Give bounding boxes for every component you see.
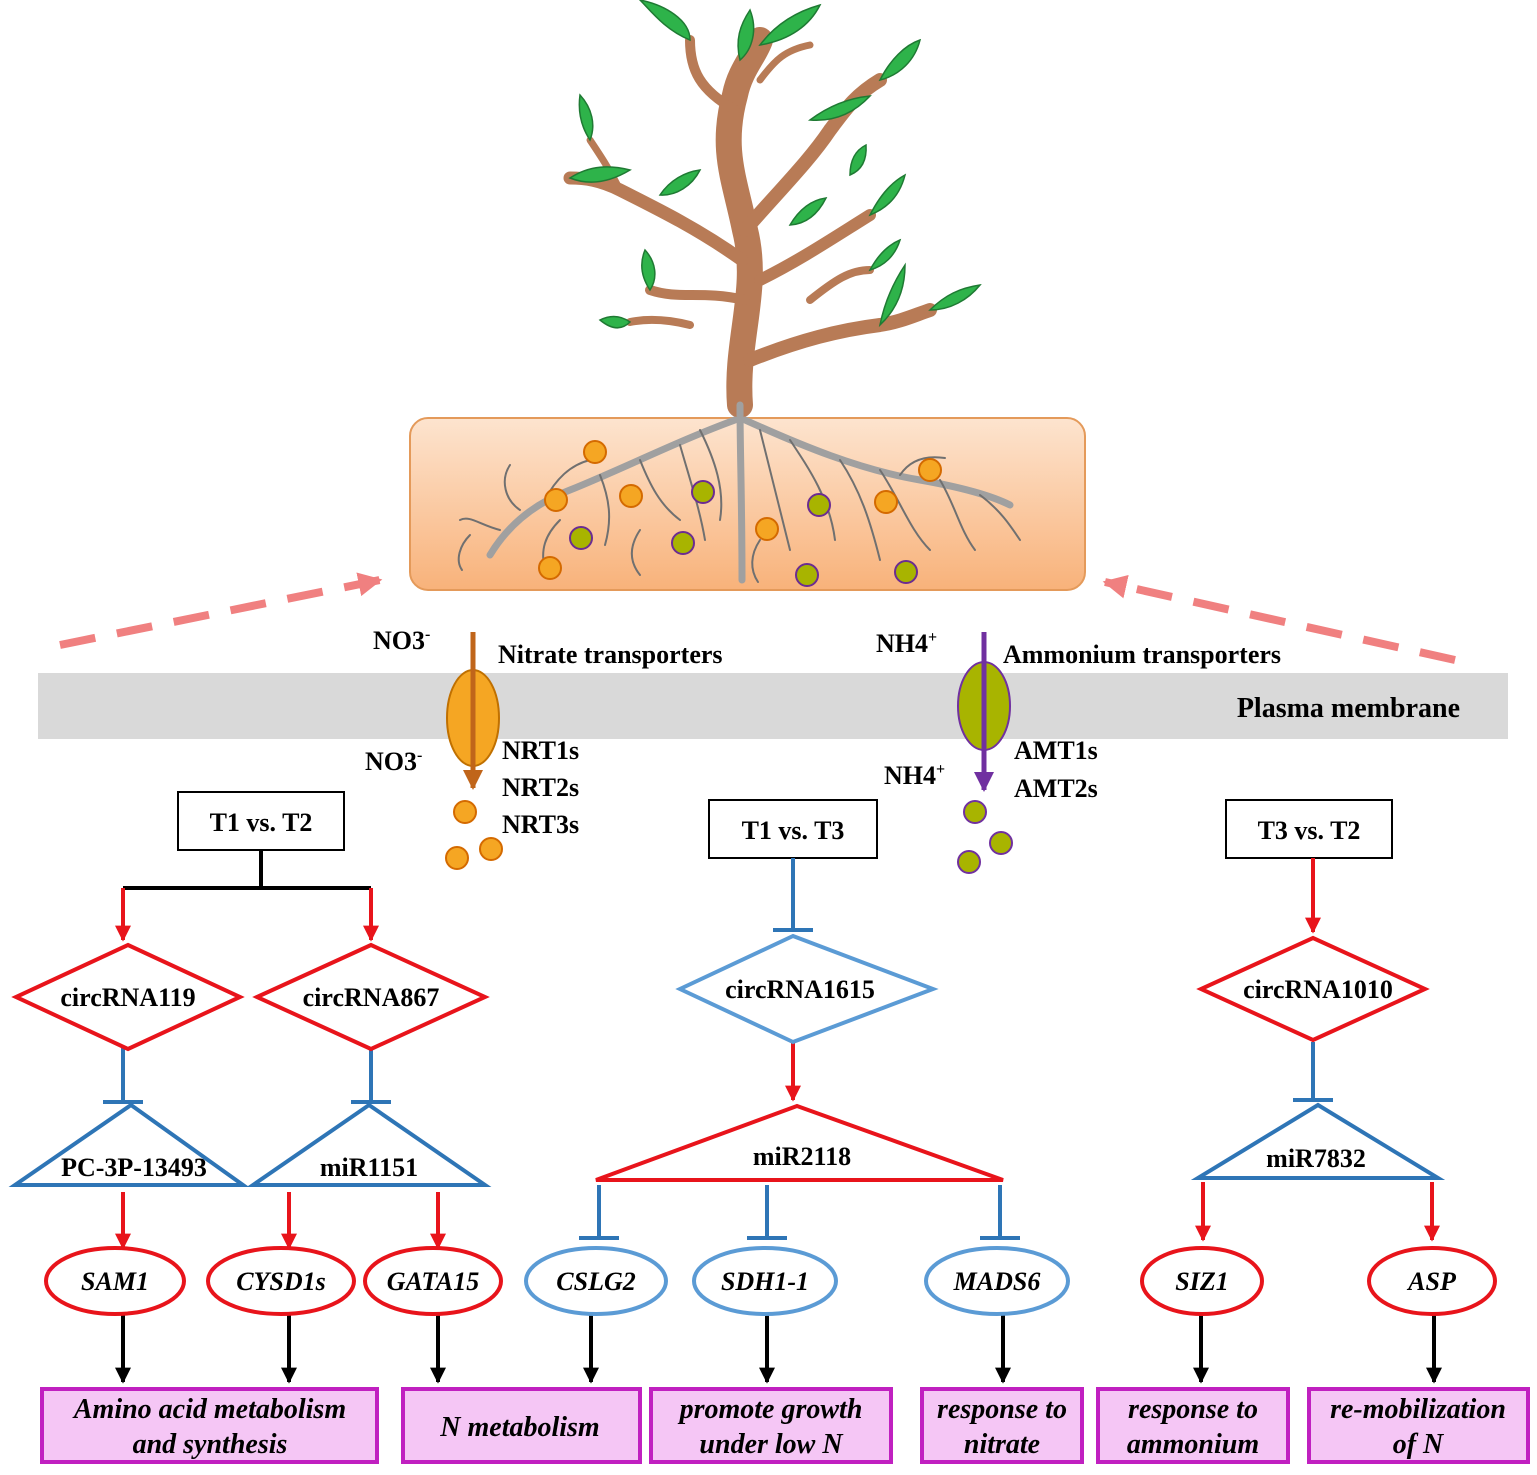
pc-3p-13493-node <box>8 1102 250 1187</box>
gene-asp-label: ASP <box>1406 1267 1457 1296</box>
gene-mads6-label: MADS6 <box>953 1267 1041 1296</box>
mir2118-node <box>595 1103 1004 1182</box>
gene-mads6-node <box>924 1246 1070 1316</box>
gene-siz1-label: SIZ1 <box>1175 1267 1228 1296</box>
nitrate-ion <box>453 800 477 824</box>
comparison-box-t3-t2 <box>1225 799 1393 859</box>
dashed-arrow-right <box>1102 574 1456 664</box>
ammonium-ion <box>963 800 987 824</box>
comparison-box-t1-t2 <box>177 791 345 851</box>
gene-cysd1s-label: CYSD1s <box>236 1267 326 1296</box>
circrna1615-label: circRNA1615 <box>725 975 875 1004</box>
amt1s-label: AMT1s <box>1014 736 1098 765</box>
function-remobilization-line2: of N <box>1393 1429 1445 1460</box>
nitrate-ion <box>479 837 503 861</box>
gene-gata15-node <box>363 1246 503 1316</box>
function-n-metabolism-label: N metabolism <box>439 1412 599 1443</box>
gene-sdh1-1-label: SDH1-1 <box>721 1267 809 1296</box>
ammonium-transporters-label: Ammonium transporters <box>1003 640 1281 669</box>
function-response-ammonium-line2: ammonium <box>1127 1429 1259 1460</box>
ammonium-transporter <box>957 632 1013 874</box>
gene-sam1-label: SAM1 <box>81 1267 149 1296</box>
circrna1615-node <box>675 933 939 1045</box>
circrna119-node <box>11 942 245 1052</box>
plant-illustration <box>409 0 1086 591</box>
comparison-label-t3-t2: T3 vs. T2 <box>1258 816 1361 845</box>
mir1151-node <box>246 1102 492 1187</box>
nitrate-transporters-label: Nitrate transporters <box>498 640 723 669</box>
inhibition-line <box>773 858 813 932</box>
comparison-label-t1-t3: T1 vs. T3 <box>742 816 845 845</box>
gene-cslg2-node <box>524 1246 668 1316</box>
branch-connector <box>123 850 371 890</box>
comparison-label-t1-t2: T1 vs. T2 <box>210 808 313 837</box>
mir2118-label: miR2118 <box>753 1142 851 1171</box>
plasma-membrane-band <box>38 673 1508 739</box>
circrna1010-node <box>1196 935 1430 1043</box>
function-amino-acid-line2: and synthesis <box>133 1429 288 1460</box>
no3-inside-label: NO3- <box>365 747 422 776</box>
gene-cysd1s-node <box>206 1246 356 1316</box>
mir7832-label: miR7832 <box>1266 1144 1366 1173</box>
circrna867-node <box>252 942 490 1052</box>
function-box-amino-acid <box>40 1387 379 1464</box>
nrt3s-label: NRT3s <box>502 810 579 839</box>
pc-3p-13493-label: PC-3P-13493 <box>61 1153 207 1182</box>
function-response-nitrate-line2: nitrate <box>964 1429 1040 1460</box>
function-box-n-metabolism <box>401 1387 642 1464</box>
gene-sam1-node <box>44 1246 186 1316</box>
function-box-response-nitrate <box>920 1387 1084 1464</box>
gene-cslg2-label: CSLG2 <box>556 1267 635 1296</box>
comparison-box-t1-t3 <box>708 799 878 859</box>
nitrate-ion <box>445 846 469 870</box>
circrna119-label: circRNA119 <box>60 983 195 1012</box>
function-promote-growth-line2: under low N <box>699 1429 844 1460</box>
inhibition-line <box>747 1185 787 1240</box>
inhibition-line <box>980 1185 1020 1240</box>
nh4-inside-label: NH4+ <box>884 761 945 790</box>
function-box-response-ammonium <box>1096 1387 1290 1464</box>
inhibition-line <box>1293 1042 1333 1102</box>
function-box-remobilization <box>1307 1387 1530 1464</box>
inhibition-line <box>579 1185 619 1240</box>
nitrate-transporter <box>445 632 503 870</box>
ammonium-ion <box>989 831 1013 855</box>
function-remobilization-line1: re-mobilization <box>1330 1394 1506 1425</box>
nh4-outside-label: NH4+ <box>876 629 937 658</box>
gene-siz1-node <box>1140 1246 1264 1316</box>
no3-outside-label: NO3- <box>373 626 430 655</box>
inhibition-line <box>103 1048 143 1104</box>
function-response-ammonium-line1: response to <box>1128 1394 1258 1425</box>
dashed-arrow-left <box>59 572 383 649</box>
gene-sdh1-1-node <box>692 1246 838 1316</box>
mir1151-label: miR1151 <box>320 1153 418 1182</box>
inhibition-line <box>351 1048 391 1104</box>
function-promote-growth-line1: promote growth <box>678 1394 863 1425</box>
ammonium-ion <box>957 850 981 874</box>
gene-asp-node <box>1367 1246 1497 1316</box>
circrna1010-label: circRNA1010 <box>1243 975 1393 1004</box>
mir7832-node <box>1190 1102 1446 1180</box>
plasma-membrane-label: Plasma membrane <box>1237 693 1460 724</box>
function-box-promote-growth <box>649 1387 893 1464</box>
function-response-nitrate-line1: response to <box>937 1394 1067 1425</box>
amt2s-label: AMT2s <box>1014 774 1098 803</box>
gene-gata15-label: GATA15 <box>387 1267 479 1296</box>
nrt2s-label: NRT2s <box>502 773 579 802</box>
function-amino-acid-line1: Amino acid metabolism <box>72 1394 346 1425</box>
nrt1s-label: NRT1s <box>502 736 579 765</box>
circrna867-label: circRNA867 <box>303 983 440 1012</box>
